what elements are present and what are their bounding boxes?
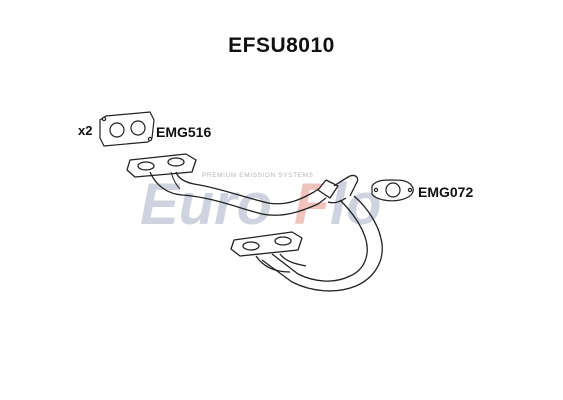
watermark-tagline: PREMIUM EMISSION SYSTEMS bbox=[202, 172, 314, 179]
gasket-emg072-drawing bbox=[371, 179, 414, 202]
gasket-emg072-label: EMG072 bbox=[418, 184, 474, 200]
exhaust-front-pipe bbox=[126, 153, 383, 292]
svg-text:lo: lo bbox=[330, 172, 382, 237]
svg-text:Euro: Euro bbox=[140, 172, 272, 237]
gasket-emg516-label: EMG516 bbox=[156, 124, 212, 140]
part-number-title: EFSU8010 bbox=[228, 34, 335, 57]
gasket-emg516-quantity: x2 bbox=[78, 123, 93, 138]
gasket-emg516-drawing bbox=[99, 111, 155, 147]
euroflo-watermark-logo: Euro F lo bbox=[140, 172, 382, 237]
